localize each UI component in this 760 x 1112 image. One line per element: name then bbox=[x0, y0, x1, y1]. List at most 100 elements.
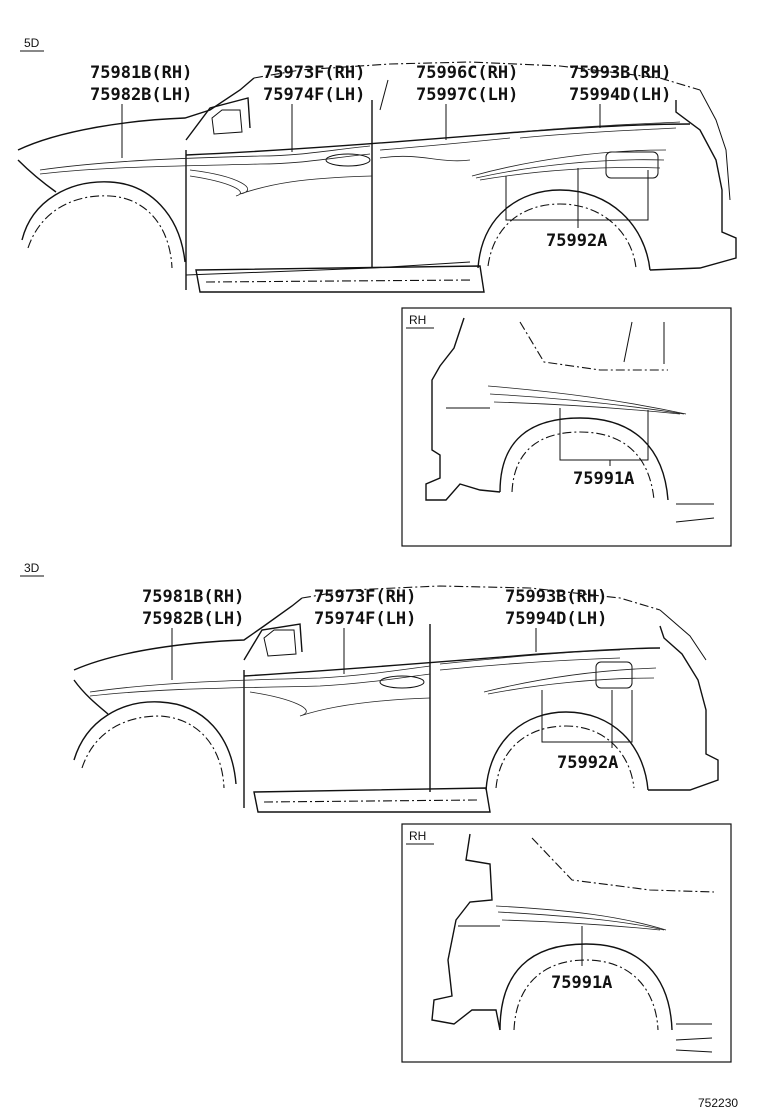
inset-stripe-3d-3 bbox=[501, 919, 661, 931]
inset-label-5d: 75991A bbox=[573, 469, 634, 489]
section-tag-5d: 5D bbox=[24, 36, 40, 50]
roof-line-3d bbox=[301, 585, 661, 611]
inset-rocker-5d bbox=[675, 503, 715, 523]
label-3d-b1: 75973F(RH) bbox=[314, 587, 416, 607]
stripe-door-1 bbox=[189, 169, 373, 195]
inset-arch-inner-5d bbox=[511, 431, 655, 501]
front-arch-inner-3d bbox=[81, 715, 225, 789]
stripe-mid-3d-2 bbox=[439, 657, 621, 671]
front-door-bottom bbox=[185, 267, 373, 276]
vehicle-side-view-3d bbox=[73, 585, 719, 813]
label-5d-c2: 75997C(LH) bbox=[416, 85, 518, 105]
label-3d-d1: 75993B(RH) bbox=[505, 587, 607, 607]
roof-line bbox=[253, 61, 701, 91]
inset-rocker-3d bbox=[675, 1023, 713, 1053]
inset-stripe-5d-1 bbox=[487, 385, 687, 415]
label-5d-d1: 75993B(RH) bbox=[569, 63, 671, 83]
inset-arch-inner-3d bbox=[513, 959, 659, 1031]
inset-stripe-3d-2 bbox=[497, 911, 665, 931]
stripe-quarter-3d-1 bbox=[483, 667, 657, 693]
figure-number: 752230 bbox=[698, 1096, 738, 1110]
stripe-mid-2 bbox=[379, 155, 471, 162]
rocker-panel bbox=[195, 265, 485, 293]
a-pillar-3d bbox=[243, 623, 303, 661]
rear-quarter bbox=[649, 100, 737, 271]
label-5d-b2: 75974F(LH) bbox=[263, 85, 365, 105]
inset-rear-quarter-5d bbox=[425, 317, 501, 501]
stripe-mid-1 bbox=[379, 137, 511, 151]
stripe-rear-2 bbox=[519, 127, 677, 139]
stripe-quarter-1 bbox=[471, 149, 667, 177]
inset-3d-rh: RH 75991A bbox=[401, 823, 732, 1063]
door-handle bbox=[325, 153, 371, 167]
inset-5d-rh: RH 75991A bbox=[401, 307, 732, 547]
rear-arch-inner-3d bbox=[495, 725, 635, 789]
leader-3d-e-bracket bbox=[541, 690, 633, 743]
front-wheel-arch-3d bbox=[73, 701, 237, 785]
inset-frame-3d bbox=[401, 823, 732, 1063]
front-arch-inner bbox=[27, 195, 173, 269]
beltline-3d bbox=[243, 647, 661, 677]
inset-arch-5d bbox=[499, 417, 669, 501]
bumper-outline bbox=[17, 159, 57, 193]
fuel-door-3d bbox=[595, 661, 633, 689]
label-3d-e: 75992A bbox=[557, 753, 618, 773]
rear-arch-inner bbox=[487, 203, 637, 269]
label-5d-d2: 75994D(LH) bbox=[569, 85, 671, 105]
inset-stripe-5d-2 bbox=[489, 393, 685, 415]
stripe-rear-1 bbox=[519, 121, 681, 133]
a-pillar bbox=[185, 97, 251, 141]
inset-leader-5d-bracket bbox=[559, 408, 649, 461]
side-mirror bbox=[211, 109, 243, 135]
side-mirror-3d bbox=[263, 629, 297, 657]
stripe-front-1 bbox=[39, 145, 371, 171]
label-5d-b1: 75973F(RH) bbox=[263, 63, 365, 83]
stripe-quarter-3d-2 bbox=[487, 677, 655, 695]
stripe-front-3d-2 bbox=[89, 673, 431, 697]
inset-stripe-5d-3 bbox=[493, 401, 681, 415]
label-5d-c1: 75996C(RH) bbox=[416, 63, 518, 83]
inset-roof-3d bbox=[531, 837, 715, 893]
b-pillar-top bbox=[379, 79, 389, 111]
hood-outline-3d bbox=[73, 597, 303, 671]
inset-arch-3d bbox=[499, 943, 673, 1031]
inset-tag-5d: RH bbox=[409, 313, 426, 327]
front-wheel-arch bbox=[21, 181, 186, 263]
label-3d-b2: 75974F(LH) bbox=[314, 609, 416, 629]
label-3d-a2: 75982B(LH) bbox=[142, 609, 244, 629]
fuel-door bbox=[605, 151, 659, 179]
rear-wheel-arch bbox=[477, 189, 651, 271]
label-3d-a1: 75981B(RH) bbox=[142, 587, 244, 607]
stripe-door-2 bbox=[189, 175, 241, 197]
three-door-section: 3D 7 bbox=[20, 561, 732, 1063]
label-5d-e: 75992A bbox=[546, 231, 607, 251]
stripe-quarter-2 bbox=[475, 159, 665, 179]
label-5d-a2: 75982B(LH) bbox=[90, 85, 192, 105]
inset-tag-3d: RH bbox=[409, 829, 426, 843]
stripe-mid-3d-1 bbox=[439, 649, 621, 665]
rear-pillar-3d bbox=[659, 609, 707, 661]
vehicle-side-view-5d bbox=[17, 61, 737, 293]
rear-pillar bbox=[699, 89, 731, 201]
rocker-panel-3d bbox=[253, 787, 491, 813]
inset-pillar-5d bbox=[623, 321, 665, 364]
hood-outline bbox=[17, 77, 255, 151]
inset-label-3d: 75991A bbox=[551, 973, 612, 993]
inset-roof-5d bbox=[519, 321, 668, 371]
inset-stripe-3d-1 bbox=[495, 905, 667, 931]
bumper-outline-3d bbox=[73, 679, 109, 715]
leader-5d-e-bracket bbox=[505, 170, 649, 221]
rocker-inner bbox=[205, 279, 473, 283]
stripe-front-3d-1 bbox=[89, 665, 431, 693]
door-handle-3d bbox=[379, 675, 425, 689]
stripe-front-2 bbox=[39, 153, 371, 175]
beltline bbox=[185, 123, 691, 156]
stripe-quarter-3 bbox=[479, 167, 661, 181]
stripe-door-3d-1 bbox=[249, 691, 431, 717]
inset-rear-quarter-3d bbox=[431, 833, 501, 1031]
inset-frame-5d bbox=[401, 307, 732, 547]
rear-wheel-arch-3d bbox=[485, 711, 649, 791]
five-door-section: 5D bbox=[17, 36, 737, 547]
label-3d-d2: 75994D(LH) bbox=[505, 609, 607, 629]
